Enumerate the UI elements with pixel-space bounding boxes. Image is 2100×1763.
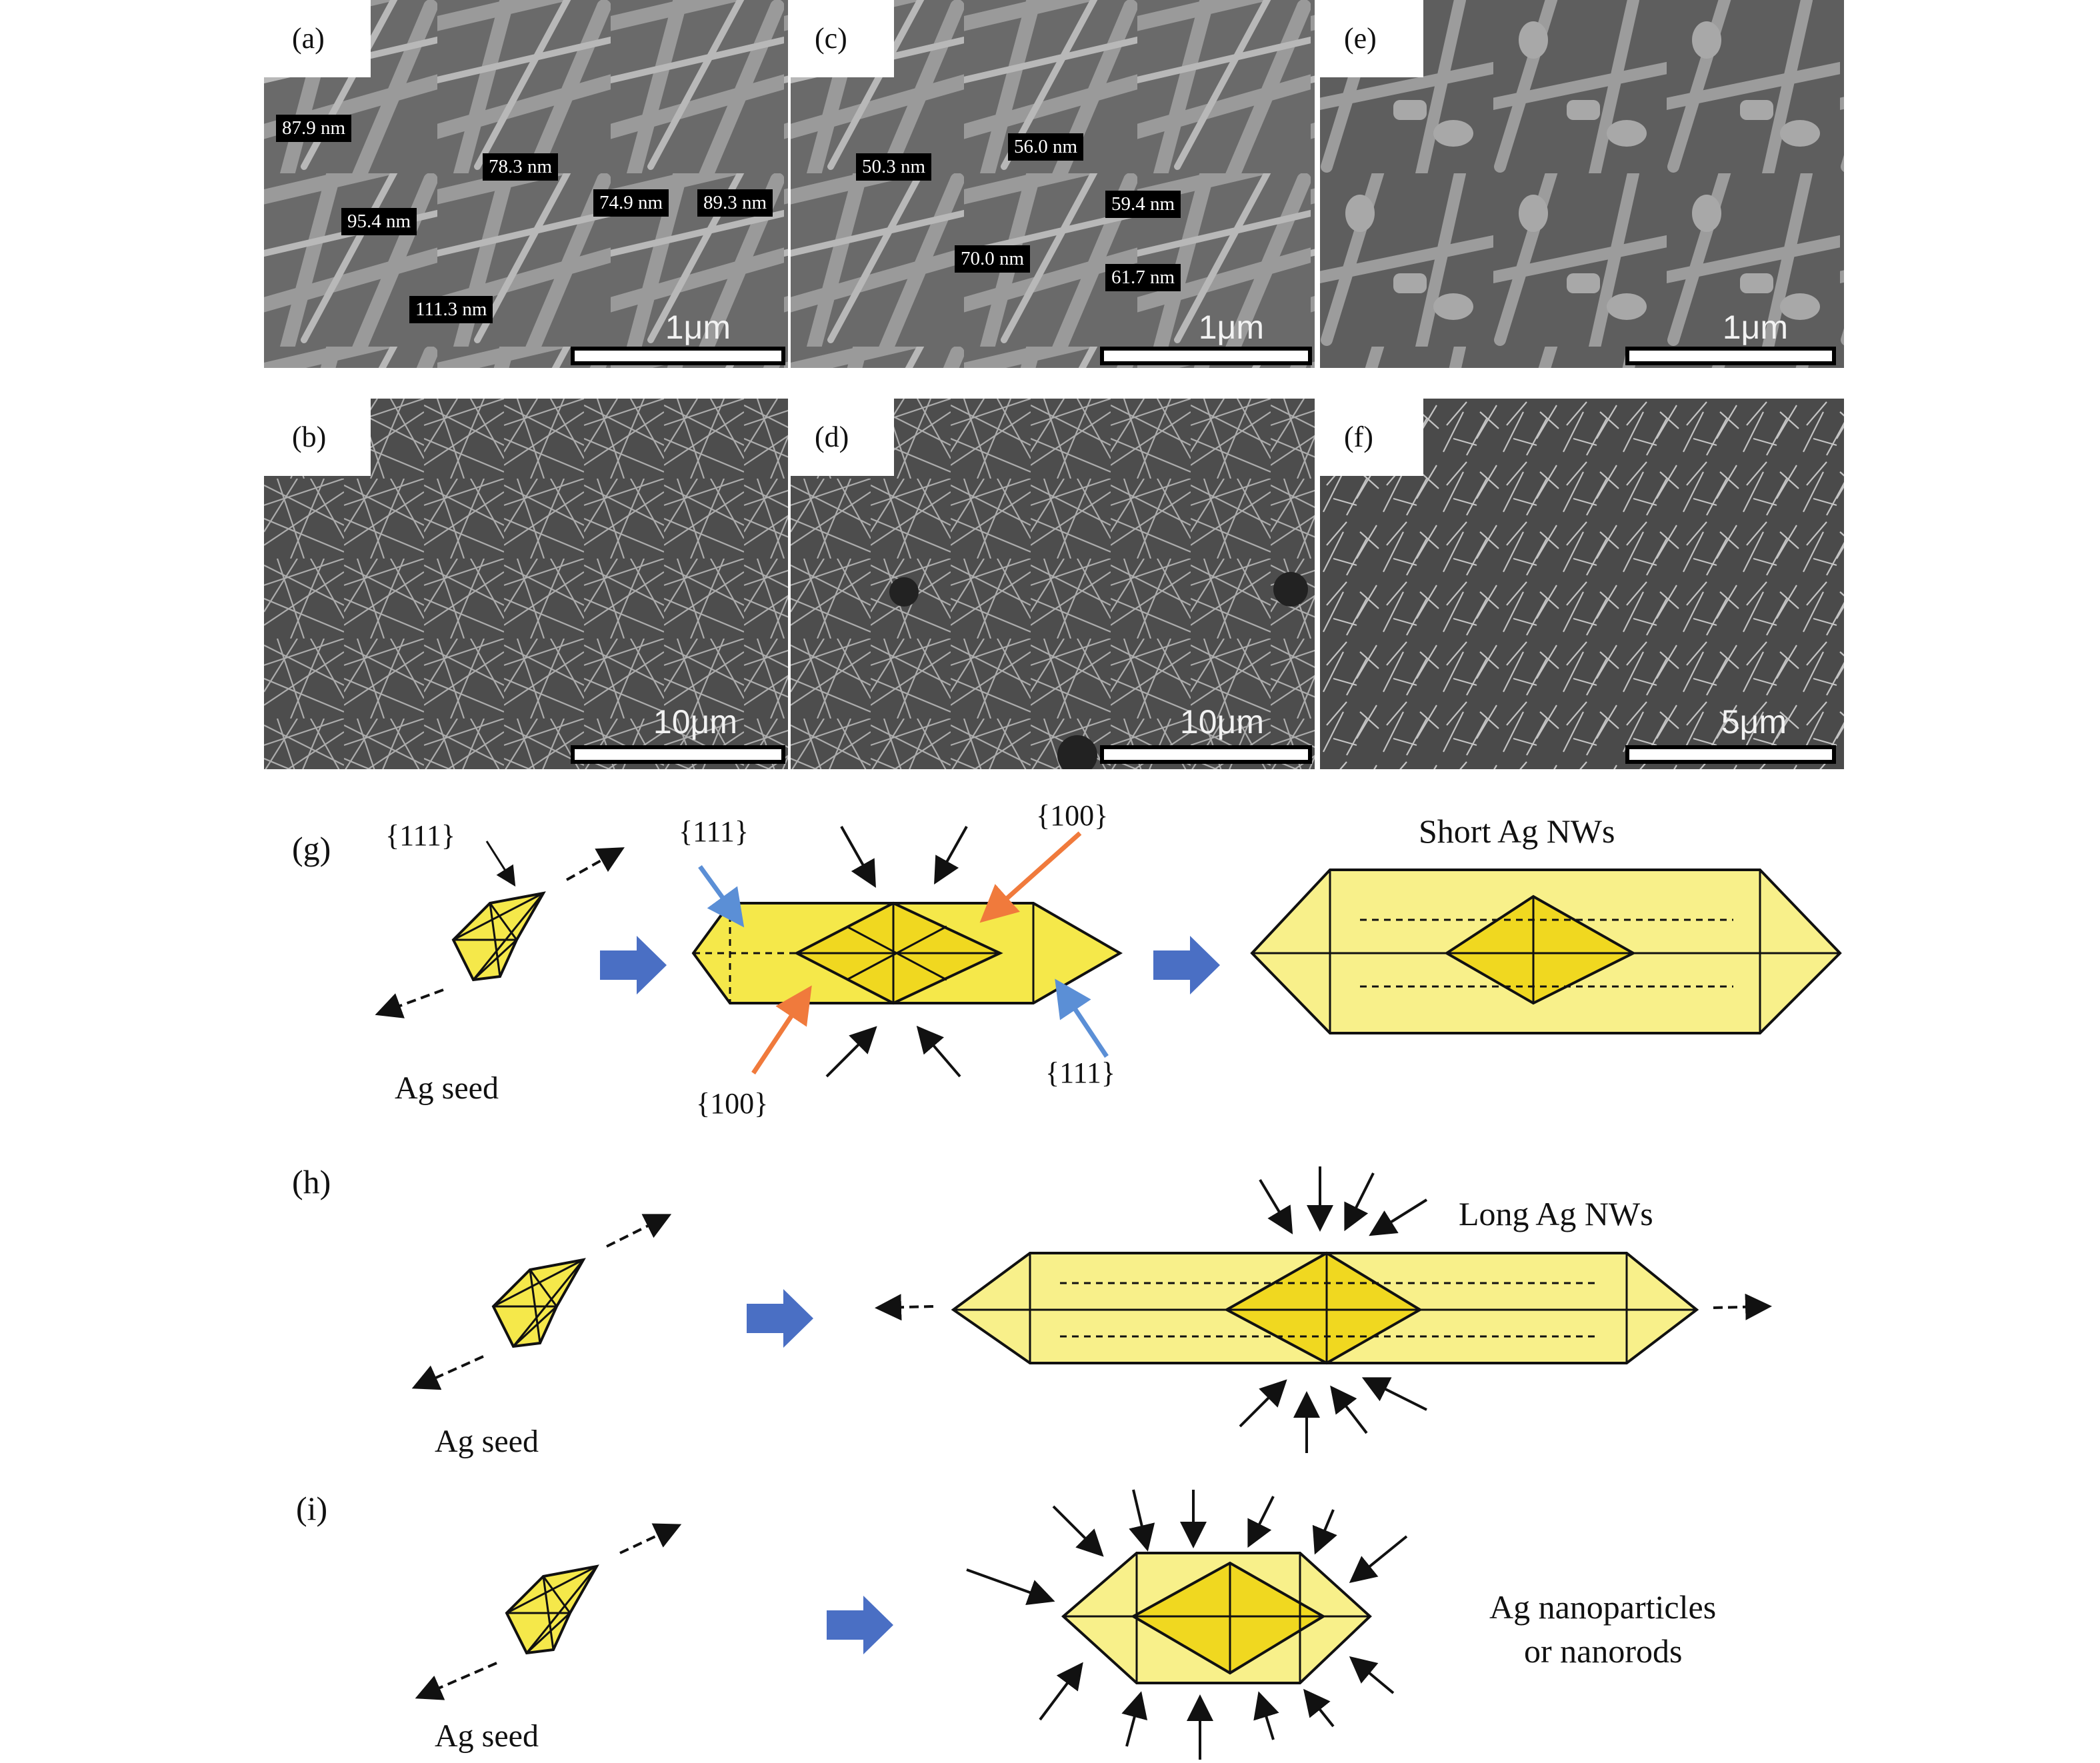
product-label: Long Ag NWs (1459, 1195, 1653, 1232)
facet-label: {111} (1045, 1056, 1115, 1089)
panel-label-b: (b) (264, 399, 371, 476)
seed-label: Ag seed (435, 1718, 539, 1754)
scale-bar-label: 10μm (1179, 703, 1264, 741)
scale-bar-label: 10μm (653, 703, 737, 741)
facet-label: {111} (385, 819, 455, 852)
sem-panel-c: (c) 50.3 nm 56.0 nm 59.4 nm 70.0 nm 61.7… (791, 0, 1315, 368)
scale-bar (571, 745, 785, 764)
scheme-label-h: (h) (292, 1163, 331, 1200)
scale-bar-label: 1μm (1198, 309, 1264, 346)
measurement-label: 59.4 nm (1105, 191, 1181, 218)
measurement-label: 61.7 nm (1105, 264, 1181, 291)
scale-bar (1100, 347, 1312, 365)
scale-bar (1100, 745, 1312, 764)
sem-panel-f: (f) 5μm (1320, 399, 1844, 769)
scale-bar (571, 347, 785, 365)
measurement-label: 89.3 nm (697, 189, 773, 217)
sem-panel-a: (a) 87.9 nm 78.3 nm 95.4 nm 74.9 nm 89.3… (264, 0, 788, 368)
panel-label-c: (c) (791, 0, 894, 77)
facet-label: {100} (696, 1087, 768, 1120)
measurement-label: 74.9 nm (593, 189, 669, 217)
scale-bar-label: 1μm (665, 309, 731, 346)
panel-label-d: (d) (791, 399, 894, 476)
measurement-label: 95.4 nm (341, 208, 417, 235)
measurement-label: 56.0 nm (1008, 133, 1084, 161)
scale-bar-label: 5μm (1721, 703, 1787, 741)
facet-label: {111} (679, 815, 749, 848)
scheme-label-i: (i) (296, 1490, 327, 1527)
measurement-label: 70.0 nm (955, 245, 1031, 273)
scale-bar-label: 1μm (1722, 309, 1788, 346)
panel-label-f: (f) (1320, 399, 1423, 476)
product-label: Ag nanoparticles (1489, 1588, 1716, 1626)
seed-label: Ag seed (435, 1424, 539, 1459)
scheme-label-g: (g) (292, 830, 331, 867)
seed-label: Ag seed (395, 1070, 499, 1106)
facet-label: {100} (1036, 799, 1108, 832)
sem-panel-b: (b) 10μm (264, 399, 788, 769)
product-label: Short Ag NWs (1419, 813, 1615, 850)
panel-label-a: (a) (264, 0, 371, 77)
measurement-label: 87.9 nm (276, 115, 352, 142)
measurement-label: 78.3 nm (483, 153, 559, 181)
sem-panel-d: (d) 10μm (791, 399, 1315, 769)
panel-label-e: (e) (1320, 0, 1423, 77)
scale-bar (1625, 347, 1836, 365)
sem-panel-e: (e) 1μm (1320, 0, 1844, 368)
measurement-label: 111.3 nm (409, 296, 493, 323)
measurement-label: 50.3 nm (856, 153, 932, 181)
product-label: or nanorods (1524, 1632, 1682, 1670)
scale-bar (1625, 745, 1836, 764)
